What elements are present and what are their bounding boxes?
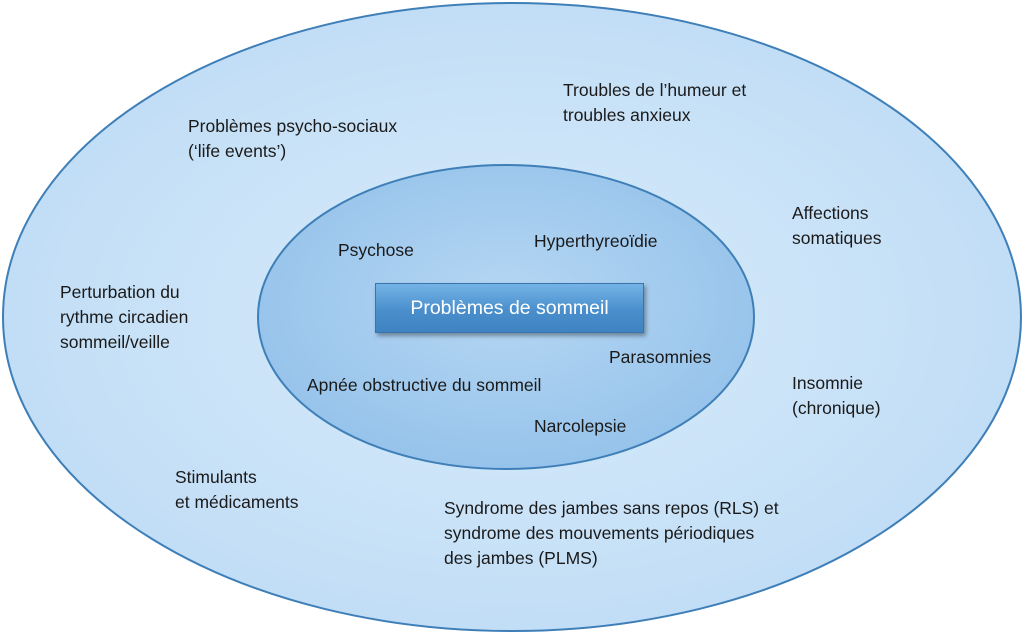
label-apnee-obstructive: Apnée obstructive du sommeil bbox=[307, 375, 542, 395]
label-affections-somatiques: Affections somatiques bbox=[792, 201, 882, 251]
label-troubles-humeur: Troubles de l’humeur et troubles anxieux bbox=[563, 78, 746, 128]
label-line: sommeil/veille bbox=[60, 332, 170, 352]
label-line: Syndrome des jambes sans repos (RLS) et bbox=[444, 498, 779, 518]
label-parasomnies: Parasomnies bbox=[609, 347, 712, 367]
label-line: Problèmes psycho-sociaux bbox=[188, 116, 398, 136]
label-psychose: Psychose bbox=[338, 240, 414, 260]
label-line: Stimulants bbox=[175, 467, 257, 487]
label-insomnie: Insomnie (chronique) bbox=[792, 371, 881, 421]
label-line: (‘life events’) bbox=[188, 141, 287, 161]
label-syndrome-jambes: Syndrome des jambes sans repos (RLS) et … bbox=[444, 496, 779, 571]
label-line: et médicaments bbox=[175, 492, 299, 512]
label-line: rythme circadien bbox=[60, 307, 189, 327]
label-line: Insomnie bbox=[792, 373, 864, 393]
label-problemes-psycho-sociaux: Problèmes psycho-sociaux (‘life events’) bbox=[188, 114, 397, 164]
label-line: Perturbation du bbox=[60, 282, 180, 302]
label-stimulants: Stimulants et médicaments bbox=[175, 465, 299, 515]
label-line: Troubles de l’humeur et bbox=[563, 80, 747, 100]
center-box-problemes-de-sommeil: Problèmes de sommeil bbox=[375, 283, 644, 333]
label-line: Affections bbox=[792, 203, 869, 223]
label-line: des jambes (PLMS) bbox=[444, 548, 598, 568]
label-narcolepsie: Narcolepsie bbox=[534, 416, 627, 436]
label-line: somatiques bbox=[792, 228, 882, 248]
label-hyperthyreoidie: Hyperthyreoïdie bbox=[534, 231, 658, 251]
label-perturbation-rythme: Perturbation du rythme circadien sommeil… bbox=[60, 280, 188, 355]
label-line: (chronique) bbox=[792, 398, 881, 418]
label-line: syndrome des mouvements périodiques bbox=[444, 523, 755, 543]
center-label: Problèmes de sommeil bbox=[410, 296, 609, 319]
label-line: troubles anxieux bbox=[563, 105, 691, 125]
